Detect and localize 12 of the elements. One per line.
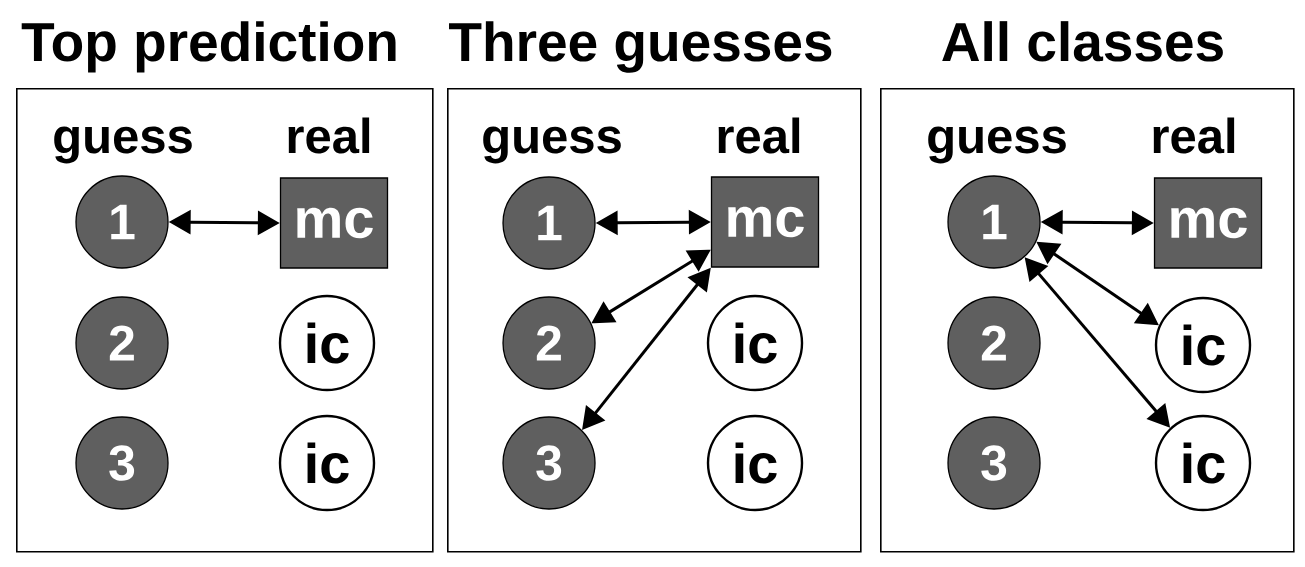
class-box: mc	[1153, 177, 1263, 269]
panel-title: All classes	[942, 21, 1223, 62]
panel-title: Top prediction	[21, 21, 396, 73]
panel-title: Three guesses	[449, 21, 832, 73]
class-box: mc	[279, 177, 389, 269]
column-heading: real	[718, 117, 800, 154]
column-heading: guess	[928, 126, 1066, 164]
column-heading: guess	[483, 126, 621, 164]
column-heading: guess	[54, 126, 192, 164]
column-heading: real	[288, 117, 370, 154]
class-box: mc	[710, 176, 820, 268]
column-heading: real	[1153, 117, 1235, 154]
